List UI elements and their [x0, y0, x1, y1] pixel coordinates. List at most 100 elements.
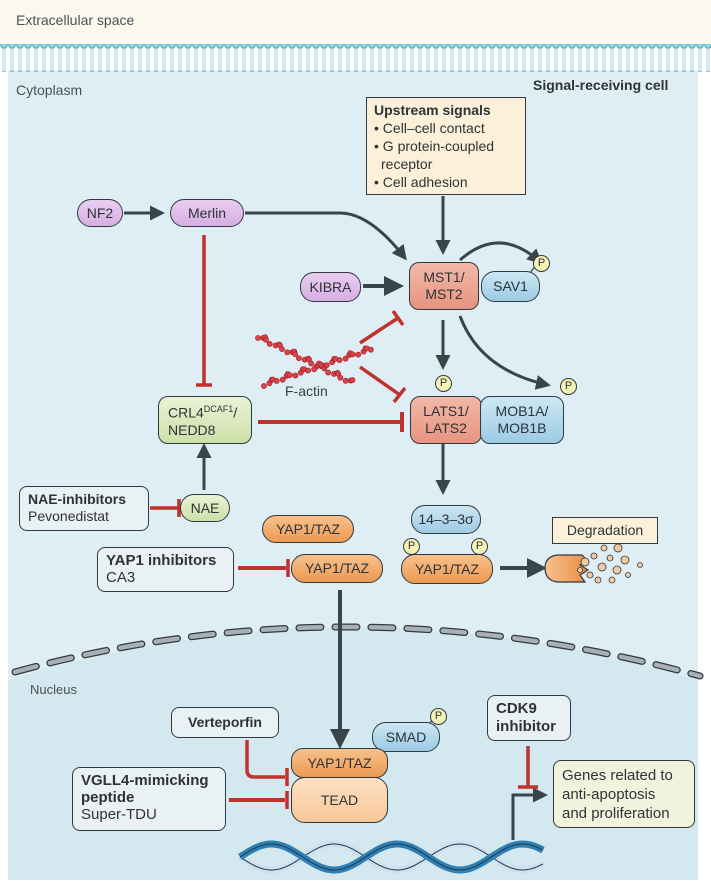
actin-bead	[273, 378, 280, 384]
phospho-smad: P	[430, 708, 447, 725]
proteasome-icon	[544, 543, 643, 584]
vgll4-title-line1: VGLL4-mimicking	[81, 772, 209, 789]
yap-taz-bound-node: YAP1/TAZ	[401, 554, 493, 584]
arrow-transcription	[511, 787, 548, 840]
protein-fragment	[637, 562, 643, 568]
actin-bead	[323, 362, 330, 368]
actin-bead	[342, 377, 349, 384]
protein-fragment	[590, 552, 598, 560]
phospho-sav1: P	[533, 255, 550, 272]
yap1-inhibitors-box: YAP1 inhibitors CA3	[97, 547, 234, 592]
actin-bead	[342, 355, 349, 362]
protein-fragment	[612, 565, 622, 575]
merlin-node: Merlin	[170, 199, 244, 227]
actin-bead	[349, 351, 356, 358]
cdk9-inhibitor-box: CDK9 inhibitor	[487, 695, 571, 741]
protein-fragment	[613, 543, 623, 553]
actin-bead	[305, 367, 311, 374]
vgll4-title-line2: peptide	[81, 789, 135, 806]
phospho-mob: P	[560, 378, 577, 395]
actin-bead	[318, 361, 325, 368]
protein-fragment	[620, 555, 630, 565]
nae-inhibitors-title: NAE-inhibitors	[28, 491, 126, 507]
genes-line1: Genes related to	[562, 767, 673, 784]
yap1-inhibitors-title: YAP1 inhibitors	[106, 552, 217, 569]
mob1a-mob1b-node: MOB1A/MOB1B	[480, 396, 564, 444]
yap1-inhibitors-drug: CA3	[106, 569, 136, 586]
nae-node: NAE	[180, 494, 230, 522]
protein-fragment	[586, 571, 594, 579]
upstream-item: • Cell–cell contact	[374, 120, 485, 136]
genes-line2: anti-apoptosis	[562, 786, 656, 803]
actin-bead	[284, 349, 291, 356]
dna-strand-outline	[239, 843, 544, 871]
actin-bead	[296, 355, 302, 362]
protein-fragment	[594, 576, 602, 584]
upstream-item: • G protein-coupled	[374, 138, 495, 154]
vgll4-drug: Super-TDU	[81, 806, 157, 823]
actin-bead	[349, 377, 356, 383]
mst-line2: MST2	[425, 286, 463, 302]
protein-fragment	[600, 544, 608, 552]
actin-bead	[311, 366, 318, 373]
lats-line2: LATS2	[425, 420, 467, 436]
actin-bead	[308, 360, 315, 367]
inhibition-arrows	[150, 235, 538, 809]
yap-taz-free-node: YAP1/TAZ	[262, 515, 354, 543]
yap-taz-nuclear-node: YAP1/TAZ	[291, 748, 388, 778]
upstream-signals-box: Upstream signals • Cell–cell contact • G…	[366, 97, 526, 195]
actin-bead	[292, 372, 299, 379]
cytoplasm-label: Cytoplasm	[16, 82, 83, 98]
degradation-label: Degradation	[552, 517, 658, 544]
lats1-lats2-node: LATS1/LATS2	[410, 396, 482, 444]
mst1-mst2-node: MST1/MST2	[409, 262, 479, 310]
yap-taz-inhibited-node: YAP1/TAZ	[291, 554, 383, 583]
phospho-yap-right: P	[471, 538, 488, 555]
target-genes-box: Genes related to anti-apoptosis and prol…	[553, 760, 695, 828]
f-actin-label: F-actin	[285, 383, 328, 399]
crl4-label: CRL4DCAF1/	[168, 404, 238, 421]
phospho-yap-left: P	[403, 538, 420, 555]
actin-bead	[337, 374, 344, 381]
actin-bead	[355, 351, 362, 358]
nucleus-label: Nucleus	[30, 682, 77, 697]
14-3-3-sigma-node: 14–3–3σ	[411, 505, 481, 534]
genes-line3: and proliferation	[562, 805, 670, 822]
mob-line2: MOB1B	[497, 420, 547, 436]
f-actin-filaments	[255, 334, 374, 389]
nedd8-label: NEDD8	[168, 421, 216, 438]
actin-bead	[261, 383, 267, 389]
cell-membrane	[0, 44, 711, 72]
actin-bead	[336, 357, 343, 363]
actin-bead	[279, 346, 285, 352]
smad-node: SMAD	[372, 722, 440, 752]
sav1-node: SAV1	[481, 271, 540, 302]
phospho-lats: P	[435, 375, 452, 392]
upstream-title: Upstream signals	[374, 102, 491, 118]
protein-fragment	[580, 557, 590, 567]
actin-bead	[263, 336, 269, 343]
extracellular-region	[0, 0, 711, 45]
nae-inhibitors-drug: Pevonedistat	[28, 508, 109, 524]
actin-bead	[292, 351, 299, 358]
actin-bead	[325, 369, 332, 376]
protein-fragment	[597, 562, 607, 572]
mob-line1: MOB1A/	[495, 403, 549, 419]
protein-fragment	[606, 554, 614, 562]
crl4-nedd8-node: CRL4DCAF1/ NEDD8	[158, 396, 252, 444]
actin-bead	[266, 340, 273, 347]
nf2-node: NF2	[77, 199, 123, 227]
upstream-item: receptor	[381, 156, 433, 172]
arrow-mst-mob-phospho	[458, 315, 551, 390]
cell-label: Signal-receiving cell	[533, 77, 669, 93]
upstream-item: • Cell adhesion	[374, 174, 468, 190]
dna-helix	[238, 840, 545, 874]
verteporfin-box: Verteporfin	[171, 707, 279, 738]
tead-node: TEAD	[291, 777, 388, 823]
arrow-merlin-mst	[245, 211, 407, 261]
extracellular-label: Extracellular space	[16, 12, 135, 28]
actin-bead	[368, 346, 374, 353]
cdk9-title-line1: CDK9	[496, 700, 537, 717]
actin-bead	[279, 376, 286, 383]
